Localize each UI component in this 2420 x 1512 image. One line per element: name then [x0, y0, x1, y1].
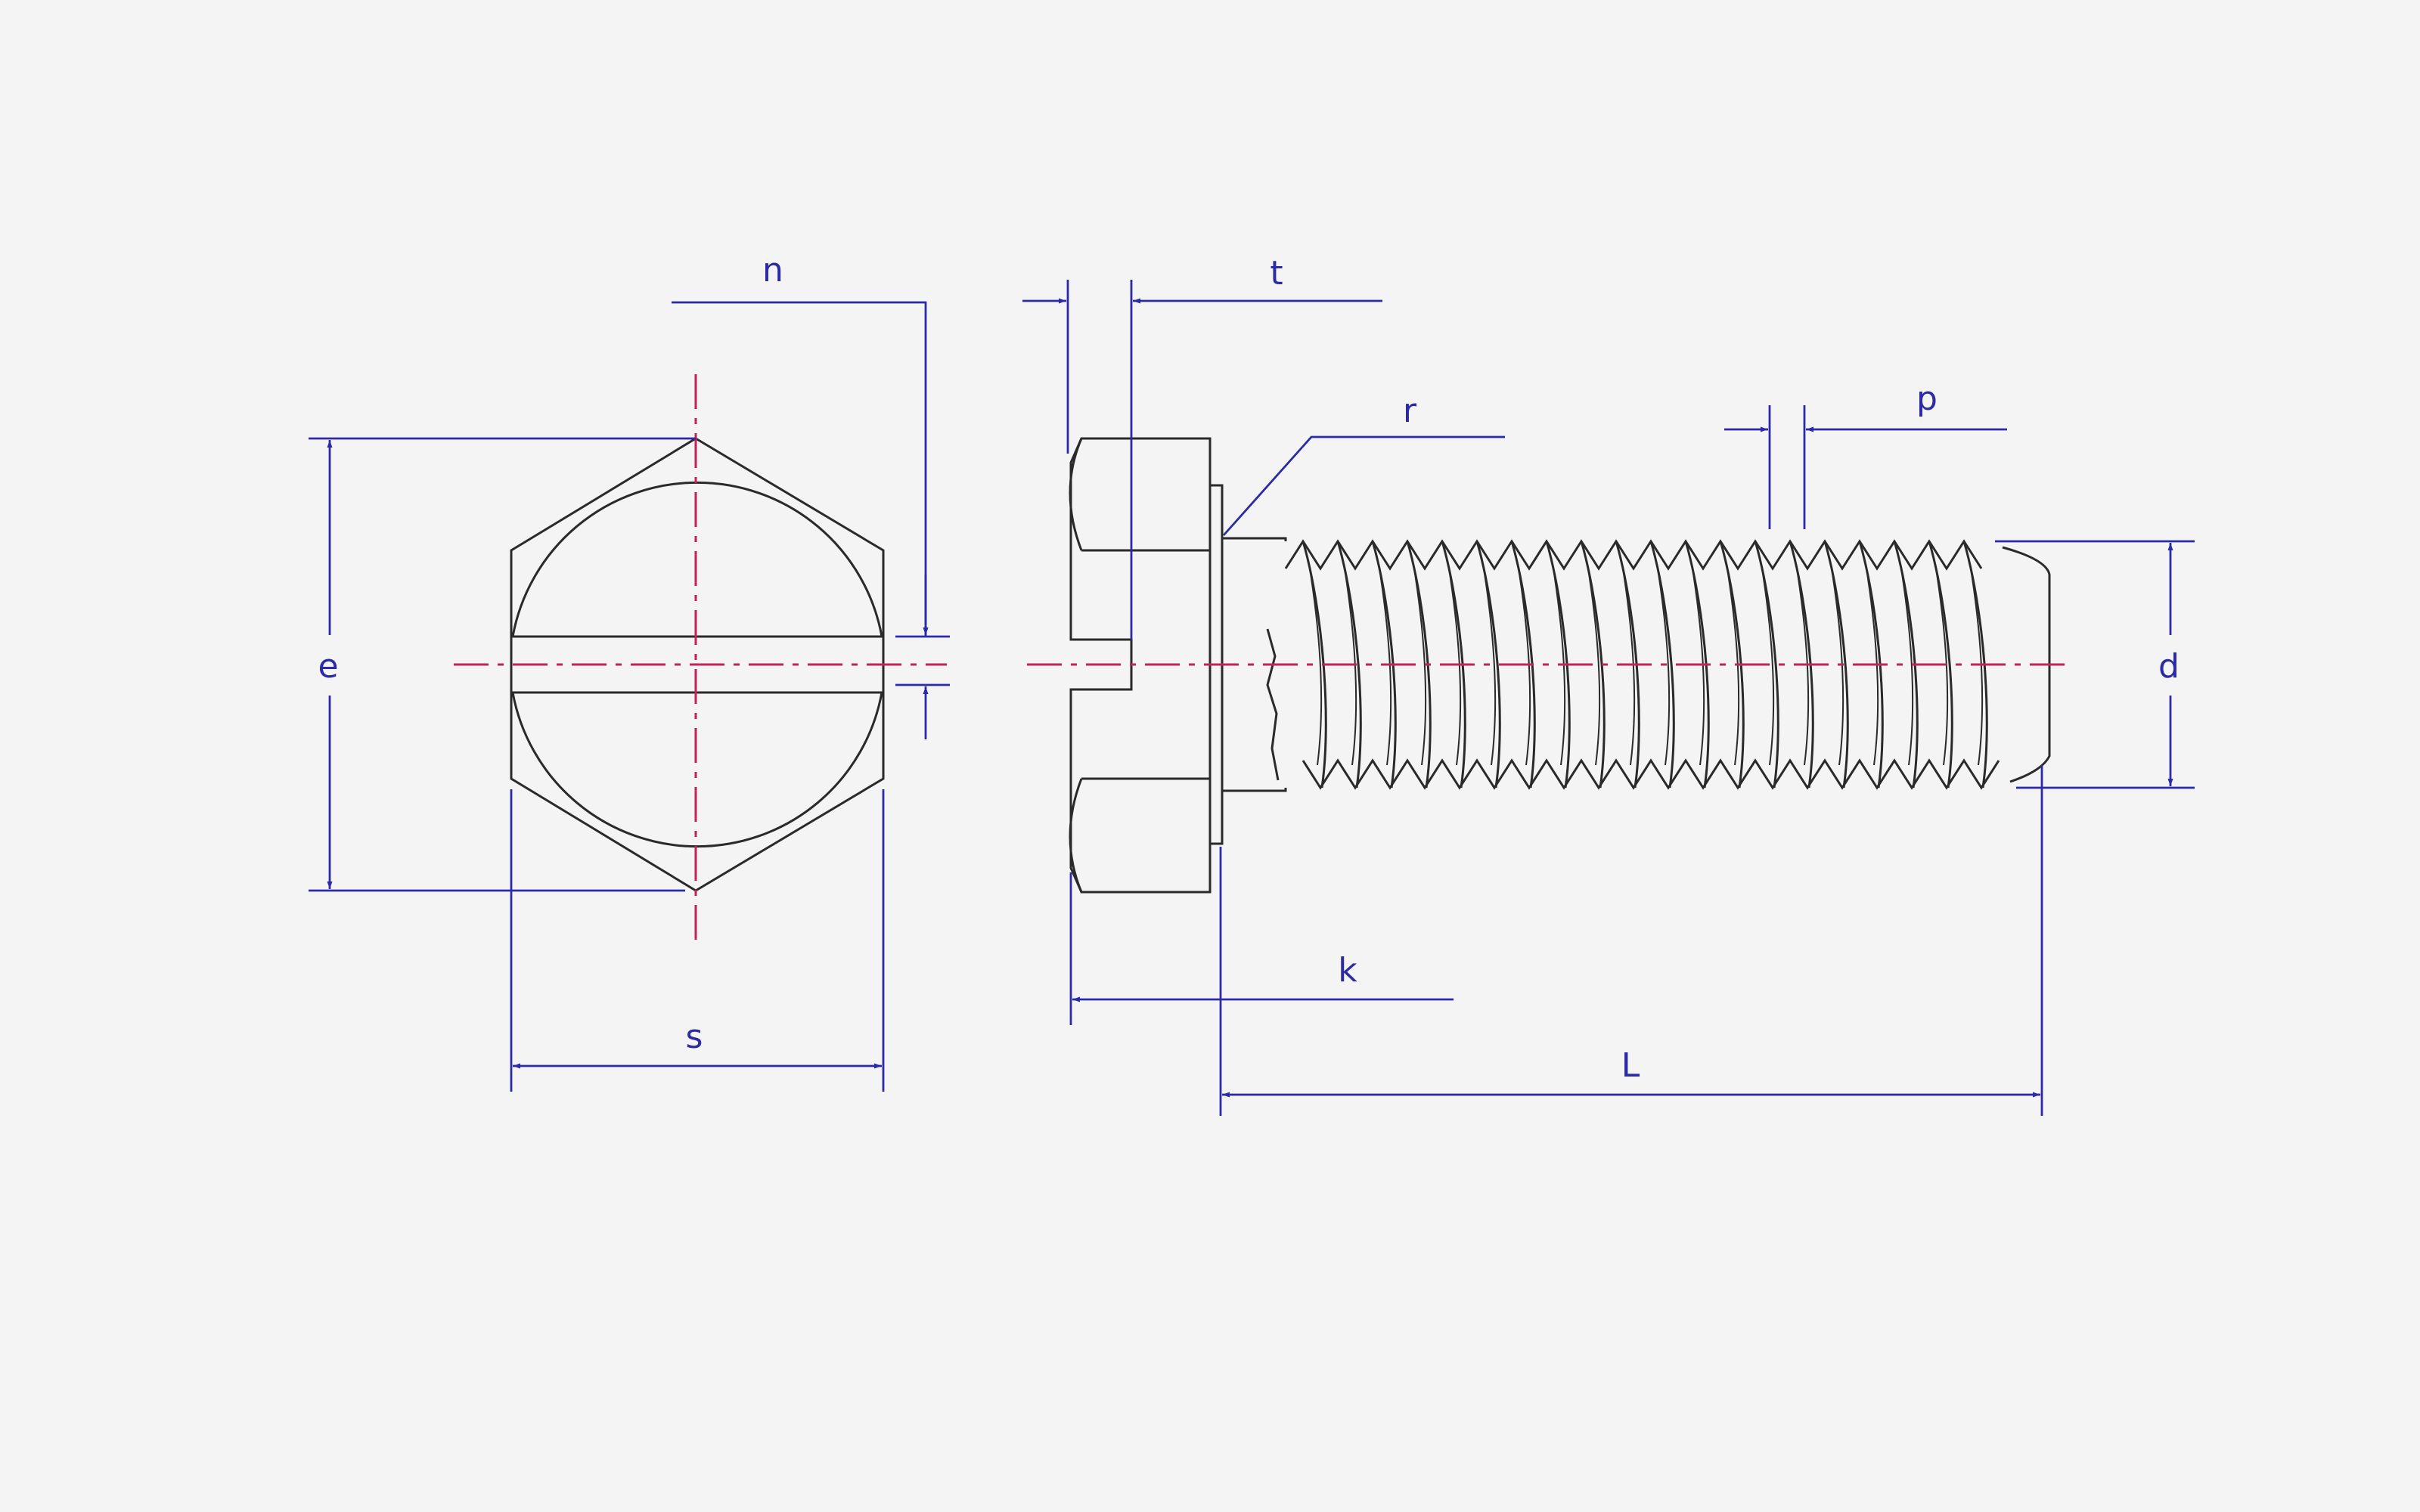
thread-crest-top: [1284, 539, 1983, 571]
label-r: r: [1403, 392, 1417, 430]
dimension-lines: [309, 280, 2195, 1116]
shank-bottom: [1222, 788, 1287, 792]
head-face-arc-lower: [1069, 778, 1083, 893]
label-d: d: [2158, 647, 2180, 686]
dim-d: [1995, 540, 2195, 789]
shank-top: [1222, 537, 1287, 541]
thread-flank-inner: [1761, 563, 1775, 766]
thread-flank-inner: [1308, 563, 1323, 766]
label-p: p: [1916, 380, 1938, 418]
chamfer-circle-lower: [511, 692, 883, 848]
thread-flank-inner: [1413, 563, 1427, 766]
label-t: t: [1270, 254, 1283, 293]
dimension-labels: n t r p e d s k L: [318, 251, 2180, 1085]
label-L: L: [1621, 1046, 1640, 1085]
dim-p: [1724, 405, 2007, 529]
thread-crest-bottom: [1302, 758, 2000, 790]
head-face-arc-upper: [1069, 438, 1083, 551]
thread-flank-inner: [1482, 563, 1497, 766]
thread-flank-inner: [1656, 563, 1671, 766]
dim-s: [510, 789, 885, 1092]
thread-flank-inner: [1900, 563, 1914, 766]
label-s: s: [686, 1018, 703, 1056]
end-view-centerlines: [454, 374, 947, 949]
dim-r: [1222, 435, 1505, 536]
dim-e: [309, 437, 696, 892]
dim-t: [1022, 280, 1382, 640]
dim-k: [1069, 847, 1454, 1116]
dim-L: [1222, 765, 2043, 1116]
head-outline: [1069, 437, 1212, 894]
thread-runout: [1266, 628, 1280, 781]
thread-flank-inner: [1587, 563, 1601, 766]
label-n: n: [762, 251, 783, 290]
label-e: e: [318, 647, 338, 686]
chamfer-circle-upper: [511, 481, 883, 637]
dim-n: [672, 301, 950, 739]
label-k: k: [1338, 951, 1357, 990]
